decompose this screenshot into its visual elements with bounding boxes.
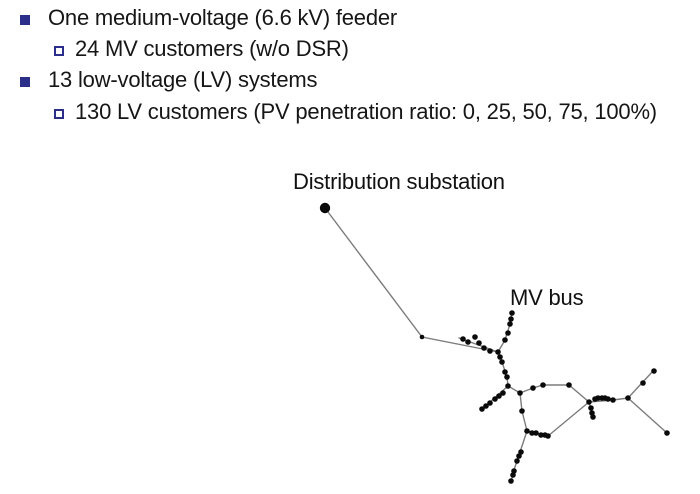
network-node: [487, 348, 493, 354]
network-node: [610, 397, 616, 403]
network-node: [497, 354, 503, 360]
network-node: [487, 400, 493, 406]
network-node: [495, 349, 501, 355]
network-node: [540, 382, 546, 388]
network-node: [509, 310, 515, 316]
network-node: [586, 399, 592, 405]
network-node: [510, 472, 516, 478]
bullet-item-lv-customers: 130 LV customers (PV penetration ratio: …: [0, 96, 657, 127]
network-edge: [324, 207, 499, 353]
network-node: [419, 334, 425, 340]
mv-bus-label: MV bus: [510, 285, 584, 310]
network-node: [505, 383, 511, 389]
network-node: [476, 340, 482, 346]
network-node: [590, 414, 596, 420]
network-node: [524, 428, 530, 434]
substation-node: [319, 202, 331, 214]
network-node: [514, 458, 520, 464]
filled-square-bullet-icon: [20, 76, 30, 87]
bullet-text-lv-customers: 130 LV customers (PV penetration ratio: …: [75, 98, 657, 124]
hollow-square-bullet-icon: [54, 108, 64, 119]
network-node: [500, 390, 506, 396]
network-node: [588, 405, 594, 411]
network-node: [508, 316, 514, 322]
network-node: [481, 345, 487, 351]
network-node: [664, 430, 670, 436]
network-node: [492, 396, 498, 402]
network-node: [465, 339, 471, 345]
network-node: [605, 396, 611, 402]
network-node: [538, 432, 544, 438]
network-edge: [627, 397, 668, 434]
network-node: [517, 390, 523, 396]
network-edge: [547, 401, 590, 437]
network-node: [496, 393, 502, 399]
bullet-item-mv-customers: 24 MV customers (w/o DSR): [0, 33, 349, 64]
network-node: [505, 330, 511, 336]
network-node: [460, 336, 466, 342]
network-node: [651, 368, 657, 374]
network-node: [502, 337, 508, 343]
network-node: [595, 395, 601, 401]
network-node: [640, 380, 646, 386]
bullet-text-feeder: One medium-voltage (6.6 kV) feeder: [48, 4, 398, 30]
distribution-substation-label: Distribution substation: [293, 169, 505, 194]
bullet-text-lv-systems: 13 low-voltage (LV) systems: [48, 66, 318, 92]
bullet-text-mv-customers: 24 MV customers (w/o DSR): [75, 35, 349, 61]
network-node: [545, 433, 551, 439]
network-node: [502, 369, 508, 375]
network-node: [533, 430, 539, 436]
network-node: [530, 385, 536, 391]
hollow-square-bullet-icon: [54, 45, 64, 56]
network-node: [625, 395, 631, 401]
network-node: [472, 334, 478, 340]
network-node: [508, 478, 514, 484]
network-node: [504, 374, 510, 380]
network-node: [507, 321, 513, 327]
bullet-item-feeder: One medium-voltage (6.6 kV) feeder: [0, 2, 397, 33]
filled-square-bullet-icon: [20, 14, 30, 25]
network-node: [529, 430, 535, 436]
network-node: [519, 408, 525, 414]
network-node: [479, 406, 485, 412]
network-node: [516, 453, 522, 459]
bullet-item-lv-systems: 13 low-voltage (LV) systems: [0, 64, 317, 95]
network-node: [499, 359, 505, 365]
network-node: [483, 403, 489, 409]
network-node: [566, 382, 572, 388]
